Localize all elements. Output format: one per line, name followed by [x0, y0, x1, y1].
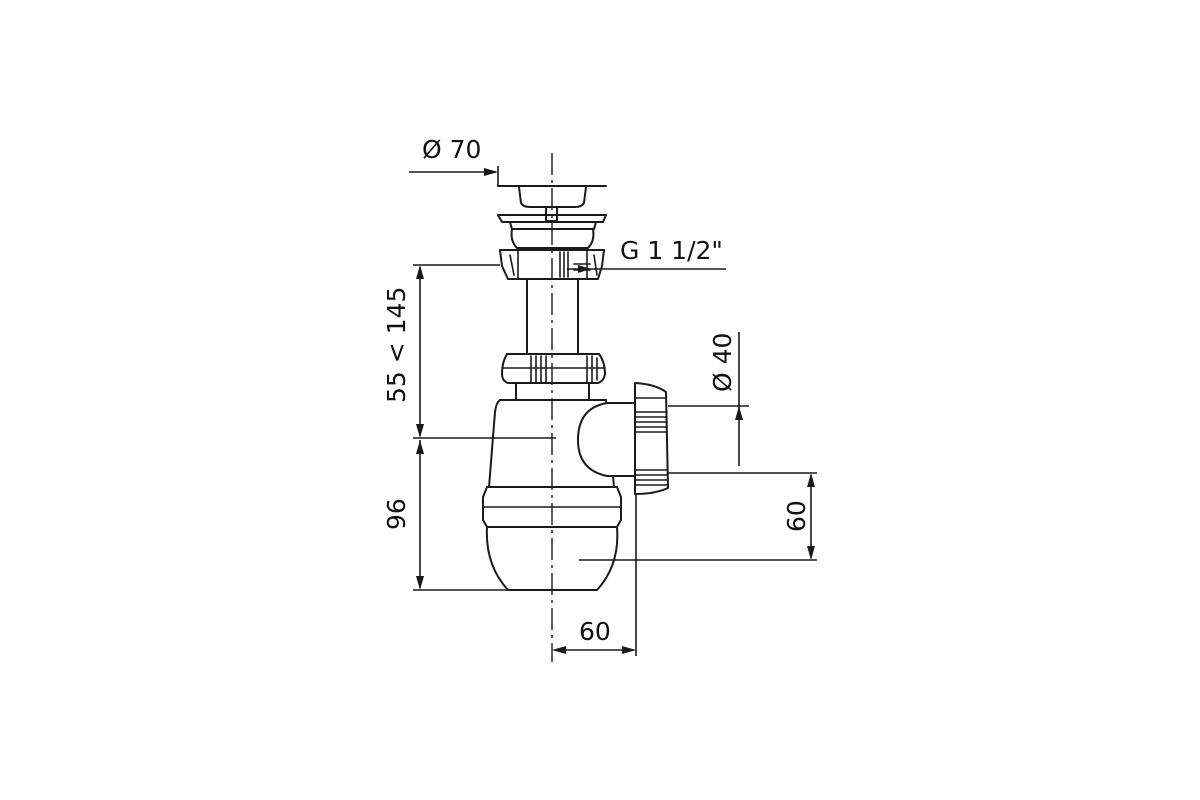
trap-neck — [515, 383, 590, 401]
body-height-label: 96 — [382, 498, 411, 530]
branch-offset-label: 60 — [579, 617, 611, 646]
dimension-branch-diameter: Ø 40 — [668, 332, 749, 466]
branch-diameter-label: Ø 40 — [708, 333, 737, 392]
dimension-thread: G 1 1/2" — [567, 236, 726, 273]
dimension-body-height: 96 — [382, 440, 508, 591]
dimension-outlet-diameter: Ø 70 — [409, 135, 499, 186]
adjustable-height-label: 55 < 145 — [382, 287, 411, 403]
outlet-diameter-label: Ø 70 — [422, 135, 481, 164]
thread-label: G 1 1/2" — [620, 236, 723, 265]
upper-nut — [499, 249, 605, 280]
telescopic-tube — [526, 279, 579, 355]
side-outlet — [577, 382, 669, 495]
branch-height-label: 60 — [782, 500, 811, 532]
dimension-adjustable-height: 55 < 145 — [382, 264, 556, 439]
dimension-branch-height: 60 — [579, 472, 817, 561]
lower-nut — [501, 353, 606, 384]
drain-flange — [497, 214, 607, 249]
dimension-branch-offset: 60 — [552, 494, 637, 656]
